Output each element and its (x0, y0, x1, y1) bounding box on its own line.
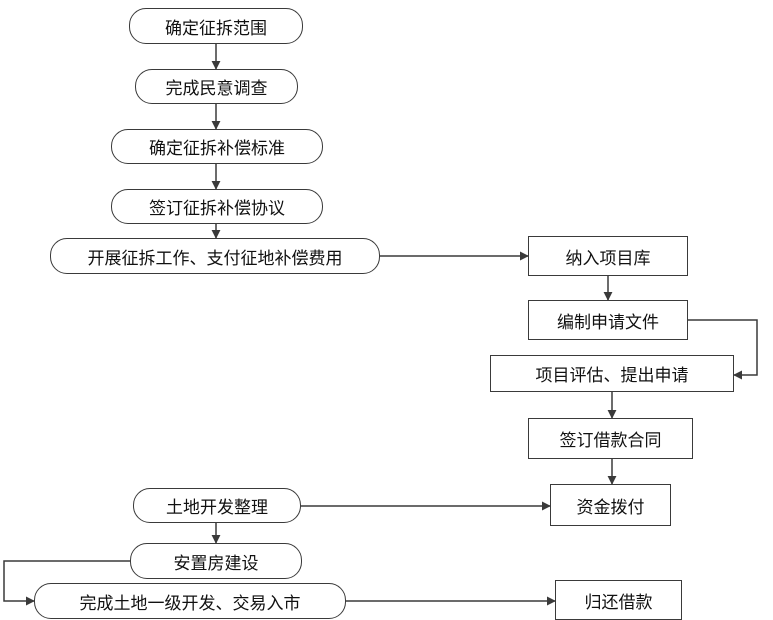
edge-n7-n8 (688, 319, 758, 380)
node-compensation-agreement: 签订征拆补偿协议 (111, 189, 323, 224)
node-land-development: 土地开发整理 (133, 488, 301, 523)
node-application-documents: 编制申请文件 (528, 300, 688, 340)
node-expropriation-work: 开展征拆工作、支付征地补偿费用 (50, 238, 380, 274)
node-compensation-standard: 确定征拆补偿标准 (111, 129, 323, 164)
node-loan-contract: 签订借款合同 (528, 418, 693, 459)
node-land-market-entry: 完成土地一级开发、交易入市 (34, 583, 346, 619)
node-fund-disbursement: 资金拨付 (550, 484, 671, 526)
node-loan-repayment: 归还借款 (555, 580, 682, 620)
node-project-library: 纳入项目库 (528, 236, 688, 276)
node-project-evaluation: 项目评估、提出申请 (490, 355, 734, 392)
edge-n12-n13 (3, 560, 130, 606)
node-define-scope: 确定征拆范围 (129, 8, 303, 44)
node-resettlement-housing: 安置房建设 (130, 543, 302, 579)
node-public-survey: 完成民意调查 (135, 69, 298, 104)
